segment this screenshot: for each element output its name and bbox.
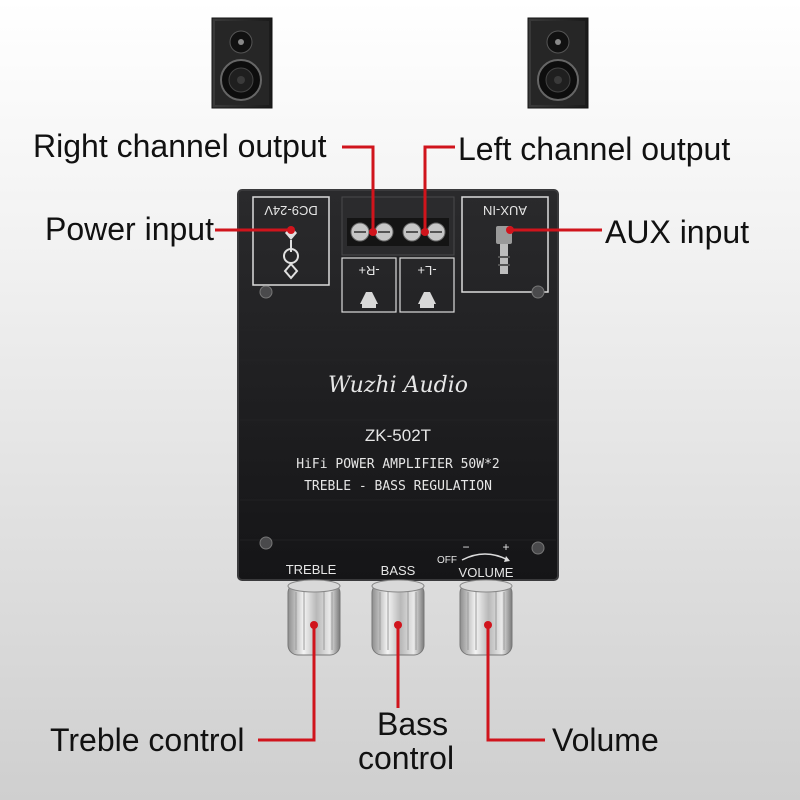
power-label: DC9-24V [264,203,318,218]
volume-minus-label: − [462,540,469,554]
aux-input-label: AUX input [605,214,750,250]
volume-label: VOLUME [459,565,514,580]
volume-knob[interactable] [459,579,513,656]
volume-arc [461,553,509,561]
screw-icon [259,536,273,550]
volume-plus-label: + [502,540,509,554]
amplifier-board: DC9-24V -R+ -L+ [237,189,559,581]
left-channel-output-label: Left channel output [458,131,731,167]
bass-knob[interactable] [371,579,425,656]
callout-dots [287,226,514,629]
spec-line-2: TREBLE - BASS REGULATION [304,479,492,494]
model-name: ZK-502T [365,426,431,445]
screw-icon [350,222,370,242]
treble-label: TREBLE [286,562,337,577]
volume-line [486,625,545,742]
volume-label-callout: Volume [552,722,659,758]
screw-icon [531,541,545,555]
aux-label: AUX-IN [483,203,527,218]
screw-icon [426,222,446,242]
left-channel-line [423,145,455,232]
power-input-label: Power input [45,211,214,247]
screw-icon [402,222,422,242]
treble-line [258,625,316,742]
right-terminal-label: -R+ [358,263,379,278]
screw-icon [259,285,273,299]
speaker-icon [527,17,589,109]
callout-lines [215,145,602,742]
spec-line-1: HiFi POWER AMPLIFIER 50W*2 [296,457,500,472]
speaker-horn-icon [360,292,378,308]
speaker-horn-icon [418,292,436,308]
left-terminal-label: -L+ [417,263,436,278]
bass-control-label-line2: control [358,740,455,776]
bass-label: BASS [381,563,416,578]
brand-logo: Wuzhi Audio [328,373,468,398]
screw-icon [531,285,545,299]
volume-off-label: OFF [437,555,457,566]
treble-control-label: Treble control [50,722,245,758]
right-channel-output-label: Right channel output [33,128,327,164]
right-channel-line [342,145,375,232]
speaker-icon [211,17,273,109]
screw-icon [374,222,394,242]
bass-control-label-line1: Bass [377,706,449,742]
